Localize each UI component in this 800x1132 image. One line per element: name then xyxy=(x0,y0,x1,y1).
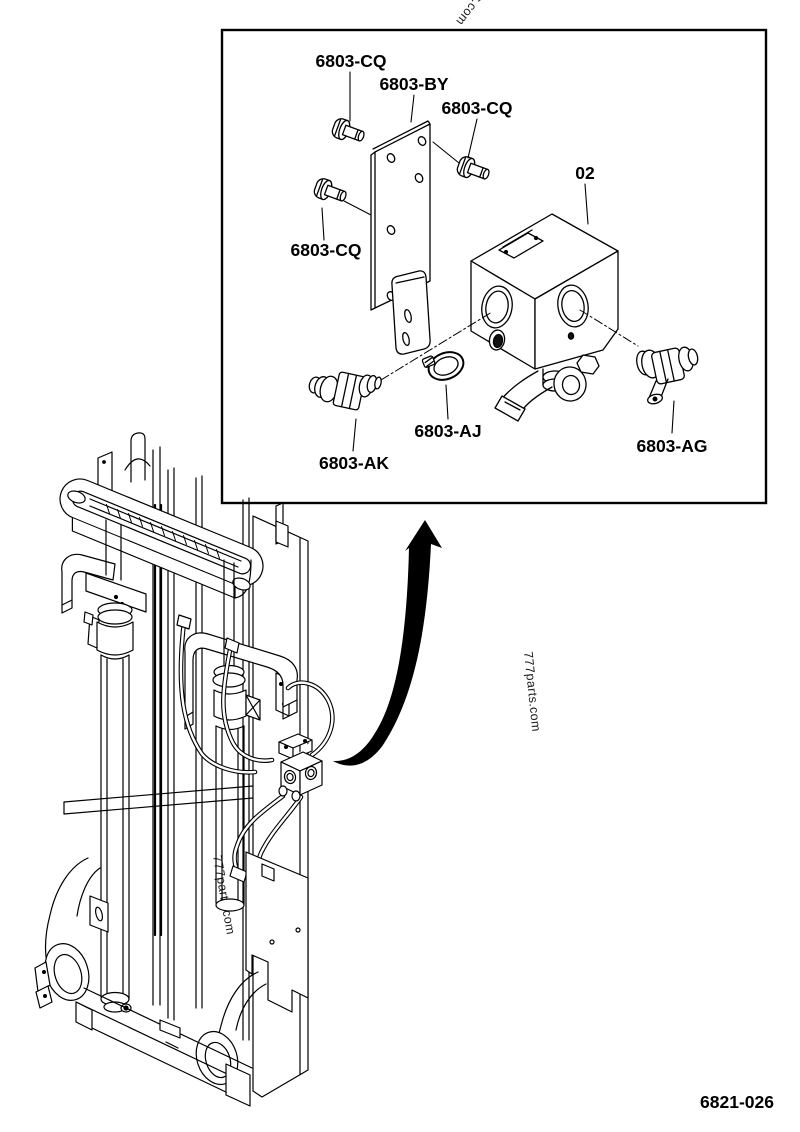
elbow-fitting-6803-ak xyxy=(308,371,382,411)
mounting-bracket-6803-by xyxy=(370,120,431,355)
crossbar-serrations xyxy=(106,504,220,559)
left-lift-cylinder xyxy=(83,519,147,1013)
mast-valve-block xyxy=(278,733,323,802)
assembly-axis-lines xyxy=(380,309,639,381)
part-label-6803-cq-right: 6803-CQ xyxy=(441,98,512,118)
watermark-777parts-top: 777parts.com xyxy=(453,0,514,28)
mast-lower-structure xyxy=(34,785,309,1107)
detail-callout-arrow xyxy=(333,520,442,766)
elbow-fitting-6803-ag xyxy=(636,346,699,405)
valve-block-02 xyxy=(470,213,619,422)
watermark-777parts-middle: 777parts.com xyxy=(521,651,543,733)
part-label-6803-cq-left: 6803-CQ xyxy=(290,240,361,260)
detail-panel-parts xyxy=(308,71,699,452)
part-label-6803-aj: 6803-AJ xyxy=(414,421,481,441)
part-labels: 6803-CQ 6803-BY 6803-CQ 02 6803-CQ 6803-… xyxy=(290,51,707,473)
hose-clamp-6803-aj xyxy=(421,351,465,381)
mast-top-crossbar xyxy=(59,478,264,599)
mast-assembly xyxy=(34,432,335,1107)
leader-lines xyxy=(321,71,675,452)
banjo-tube-assembly xyxy=(494,354,600,422)
part-label-6803-by: 6803-BY xyxy=(379,74,448,94)
part-label-6803-ak: 6803-AK xyxy=(319,453,389,473)
part-label-6803-cq-top: 6803-CQ xyxy=(315,51,386,71)
page-number: 6821-026 xyxy=(700,1092,774,1112)
part-label-6803-ag: 6803-AG xyxy=(636,436,707,456)
part-label-02: 02 xyxy=(575,163,595,183)
